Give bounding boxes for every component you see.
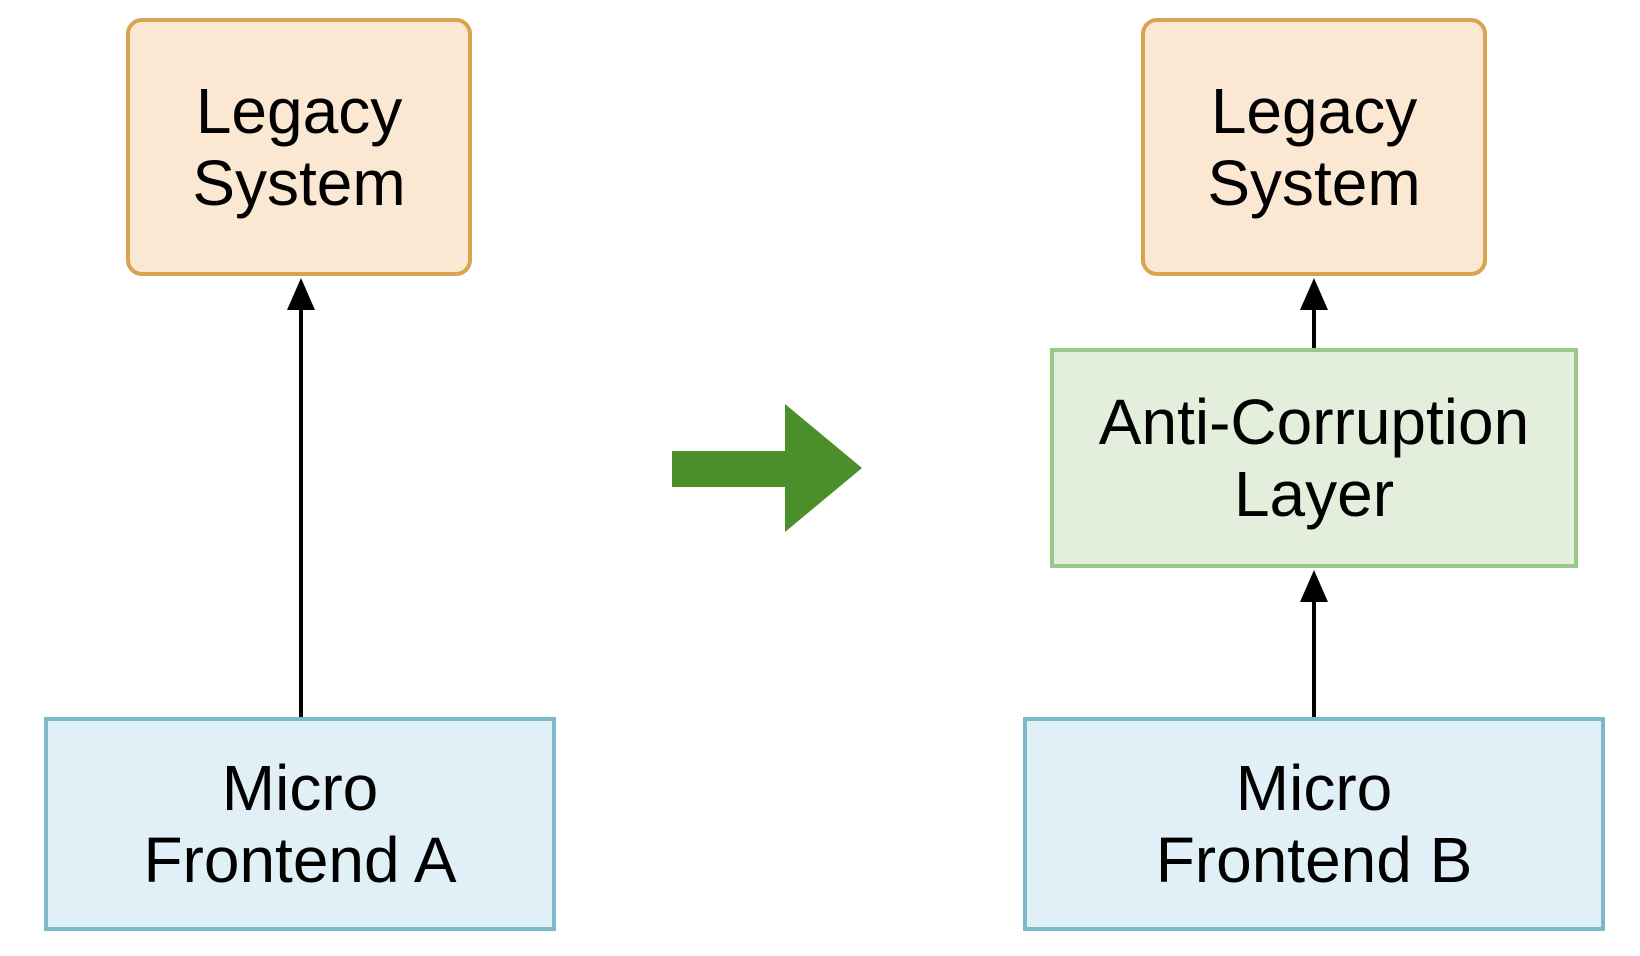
micro-frontend-b-label-line1: Micro (1235, 752, 1393, 824)
right-arrow-icon (672, 404, 862, 532)
legacy-system-box-left: Legacy System (126, 18, 472, 276)
micro-frontend-a-box: Micro Frontend A (44, 717, 556, 931)
anti-corruption-layer-box: Anti-Corruption Layer (1050, 348, 1578, 568)
micro-frontend-a-label-line2: Frontend A (143, 824, 457, 896)
legacy-system-label-line1: Legacy (195, 75, 403, 147)
arrow-up-icon (1300, 278, 1328, 310)
legacy-system-label-line2: System (1207, 147, 1421, 219)
micro-frontend-b-box: Micro Frontend B (1023, 717, 1605, 931)
anti-corruption-layer-label-line2: Layer (1233, 458, 1395, 530)
legacy-system-label-line1: Legacy (1210, 75, 1418, 147)
micro-frontend-b-label-line2: Frontend B (1155, 824, 1473, 896)
micro-frontend-a-label-line1: Micro (221, 752, 379, 824)
arrow-up-icon (287, 278, 315, 310)
arrow-up-icon (1300, 570, 1328, 602)
legacy-system-label-line2: System (192, 147, 406, 219)
legacy-system-box-right: Legacy System (1141, 18, 1487, 276)
anti-corruption-layer-label-line1: Anti-Corruption (1098, 386, 1530, 458)
